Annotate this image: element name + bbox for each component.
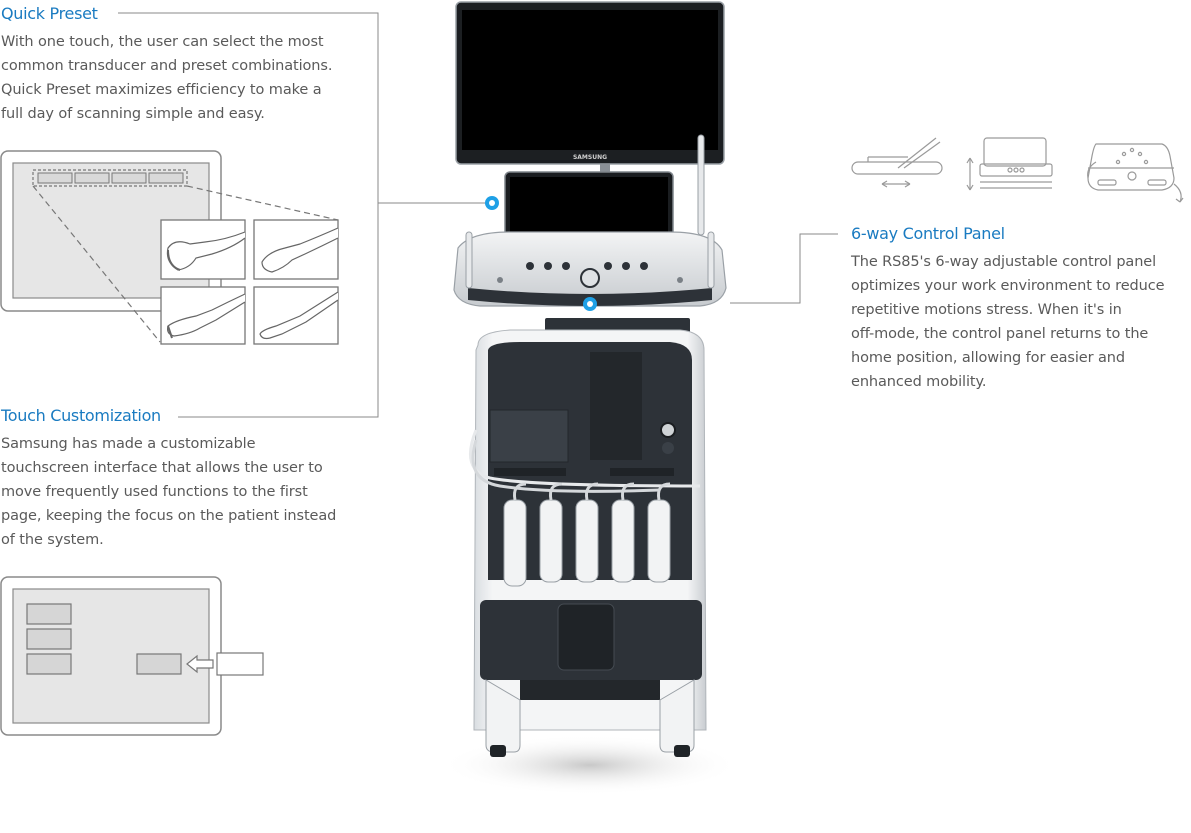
touch-customization-line: of the system.	[1, 532, 104, 548]
main-monitor: SAMSUNG	[455, 1, 725, 172]
quick-preset-line: With one touch, the user can select the …	[1, 34, 324, 50]
touch-customization-title: Touch Customization	[1, 406, 161, 425]
control-panel-title: 6-way Control Panel	[851, 224, 1005, 243]
control-panel-description: The RS85's 6-way adjustable control pane…	[851, 250, 1186, 394]
probe-tile-convex	[160, 219, 246, 280]
device-brand-label: SAMSUNG	[573, 154, 607, 161]
control-panel-line: off-mode, the control panel returns to t…	[851, 326, 1149, 342]
touch-customization-line: Samsung has made a customizable	[1, 436, 256, 452]
quick-preset-line: Quick Preset maximizes efficiency to mak…	[1, 82, 322, 98]
quick-preset-illustration	[0, 150, 339, 345]
slide-motion-icon	[851, 137, 943, 188]
touchscreen-hotspot[interactable]	[485, 196, 499, 210]
control-panel-line: The RS85's 6-way adjustable control pane…	[851, 254, 1157, 270]
quick-preset-title: Quick Preset	[1, 4, 98, 23]
ultrasound-device: SAMSUNG	[440, 1, 740, 795]
control-panel-hotspot[interactable]	[583, 297, 597, 311]
touch-customization-line: page, keeping the focus on the patient i…	[1, 508, 337, 524]
touch-customization-illustration	[0, 576, 264, 736]
probe-tile-linear	[160, 286, 246, 345]
quick-preset-description: With one touch, the user can select the …	[1, 30, 361, 126]
control-panel-line: enhanced mobility.	[851, 374, 987, 390]
control-panel-line: home position, allowing for easier and	[851, 350, 1125, 366]
rotate-motion-icon	[1087, 143, 1184, 203]
probe-tile-phased	[253, 219, 339, 280]
quick-preset-line: full day of scanning simple and easy.	[1, 106, 265, 122]
control-panel-motion-icons	[851, 137, 1184, 203]
touch-customization-description: Samsung has made a customizable touchscr…	[1, 432, 361, 552]
quick-preset-line: common transducer and preset combination…	[1, 58, 333, 74]
height-motion-icon	[966, 137, 1053, 191]
control-panel-line: optimizes your work environment to reduc…	[851, 278, 1165, 294]
touch-customization-line: move frequently used functions to the fi…	[1, 484, 308, 500]
touch-customization-line: touchscreen interface that allows the us…	[1, 460, 323, 476]
control-panel-line: repetitive motions stress. When it's in	[851, 302, 1122, 318]
probe-tile-endocavity	[253, 286, 339, 345]
control-panel	[453, 231, 727, 307]
transducer-rack	[503, 482, 671, 587]
